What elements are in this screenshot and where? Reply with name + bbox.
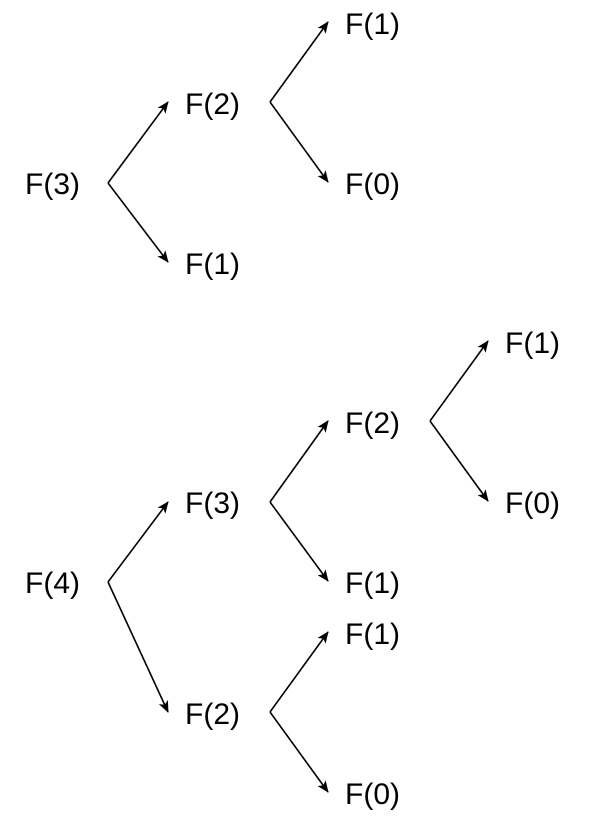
tree-f3-edges [107, 21, 329, 263]
node-t2-f1-middle: F(1) [345, 567, 400, 600]
node-t2-f1-top: F(1) [505, 327, 560, 360]
edge-t1-f2-to-f0 [269, 101, 329, 183]
tree-f4: F(4) F(3) F(2) F(2) F(1) F(0) F(1) F(1) … [25, 327, 560, 811]
tree-f4-edges [107, 340, 489, 793]
edge-t2-f4-to-f3 [107, 501, 169, 583]
edge-t2-f3-to-f1 [269, 501, 329, 582]
node-t2-f4: F(4) [25, 567, 80, 600]
edge-t1-f3-to-f1 [107, 182, 169, 263]
node-t2-f0-bottom: F(0) [345, 778, 400, 811]
edge-t2-f2bottom-to-f0 [269, 711, 329, 793]
node-t1-f2: F(2) [185, 88, 240, 121]
node-t1-f1-left: F(1) [185, 248, 240, 281]
node-t2-f1-lower: F(1) [345, 618, 400, 651]
node-t2-f0-top: F(0) [505, 487, 560, 520]
node-t1-f1-right: F(1) [345, 8, 400, 41]
edge-t1-f3-to-f2 [107, 101, 169, 184]
node-t2-f2-top: F(2) [345, 407, 400, 440]
node-t2-f2-bottom: F(2) [185, 698, 240, 731]
edge-t2-f2top-to-f1 [429, 340, 489, 422]
node-t1-f0: F(0) [345, 168, 400, 201]
node-t2-f3: F(3) [185, 487, 240, 520]
edge-t2-f4-to-f2 [107, 581, 169, 713]
edge-t2-f2top-to-f0 [429, 420, 489, 502]
node-t1-f3: F(3) [25, 168, 80, 201]
edge-t1-f2-to-f1 [269, 21, 329, 103]
edge-t2-f3-to-f2 [269, 420, 329, 503]
tree-f3: F(3) F(2) F(1) F(1) F(0) [25, 8, 400, 281]
edge-t2-f2bottom-to-f1 [269, 631, 329, 713]
